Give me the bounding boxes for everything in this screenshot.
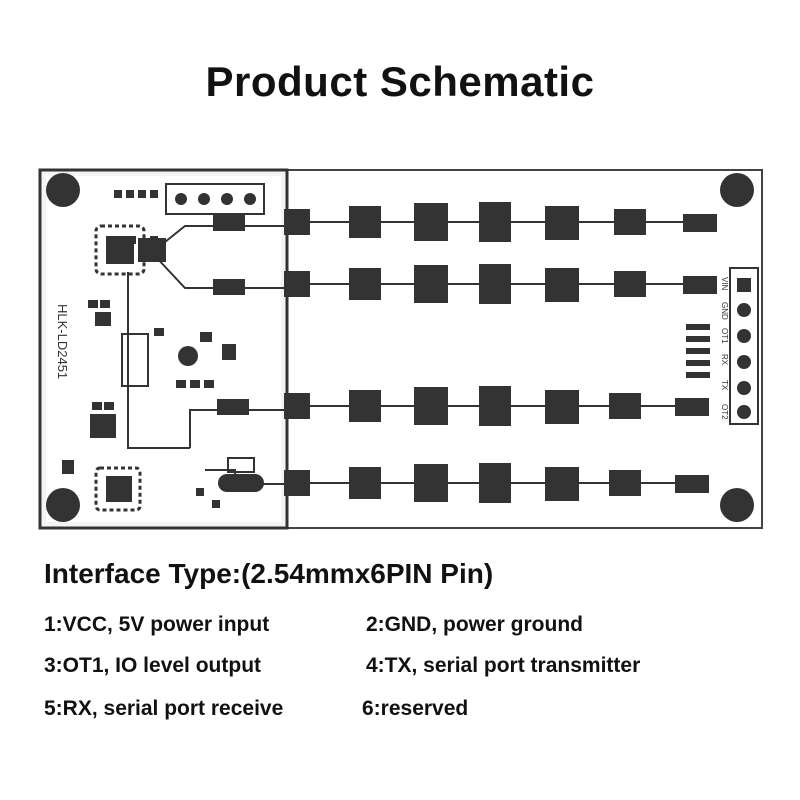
mounting-hole	[720, 488, 754, 522]
pin-silkscreen-label: TX	[720, 380, 729, 391]
mounting-hole	[46, 173, 80, 207]
mounting-hole	[720, 173, 754, 207]
pin-description-1: 1:VCC, 5V power input	[44, 613, 270, 636]
pin-silkscreen-label: GND	[720, 302, 729, 320]
board-model-label: HLK-LD2451	[55, 304, 70, 379]
pin-connector	[729, 267, 759, 425]
mounting-hole	[46, 488, 80, 522]
connector-resistors	[686, 324, 710, 378]
page-title: Product Schematic	[205, 58, 595, 105]
pin-silkscreen-label: OT1	[720, 328, 729, 344]
pin-silkscreen-label: OT2	[720, 404, 729, 420]
pin-description-6: 6:reserved	[362, 697, 469, 720]
pin-silkscreen-label: RX	[720, 354, 729, 366]
antenna-array	[284, 202, 717, 503]
pin-silkscreen-label: VIN	[720, 277, 729, 291]
pin-description-5: 5:RX, serial port receive	[44, 697, 284, 720]
capacitor	[178, 346, 198, 366]
interface-type-heading: Interface Type:(2.54mmx6PIN Pin)	[44, 558, 494, 589]
pin-description-3: 3:OT1, IO level output	[44, 654, 262, 677]
regulator	[121, 333, 149, 387]
mcu-chip	[94, 466, 142, 512]
top-header	[165, 183, 265, 215]
pin-description-4: 4:TX, serial port transmitter	[366, 654, 641, 677]
pin-description-2: 2:GND, power ground	[366, 613, 583, 636]
